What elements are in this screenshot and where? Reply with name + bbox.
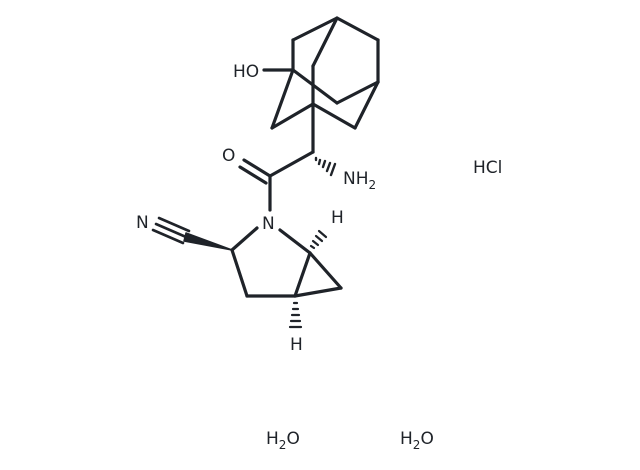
- water-1-subscript: 2: [279, 438, 287, 452]
- ring-nitrogen-label: N: [262, 214, 275, 234]
- hash: [321, 159, 327, 169]
- bond: [353, 80, 380, 130]
- hydrogen-top-label: H: [331, 208, 344, 228]
- carbonyl-bond: [242, 158, 272, 178]
- water-1-o: O: [286, 429, 299, 449]
- bond: [270, 102, 315, 130]
- bond: [278, 228, 312, 255]
- triple-bond: [151, 228, 185, 245]
- bond: [291, 16, 339, 42]
- hashed-wedge-nh2: [314, 156, 337, 177]
- bond: [293, 286, 343, 298]
- bond: [268, 150, 315, 178]
- hash: [317, 229, 328, 239]
- wedge-nitrile: [183, 232, 233, 251]
- bond: [293, 251, 312, 298]
- side-chain: [238, 102, 337, 212]
- hydroxyl-label: HO: [233, 62, 259, 82]
- bond: [291, 68, 339, 105]
- bond: [311, 102, 357, 130]
- hash: [325, 161, 332, 173]
- amine-main: NH: [343, 169, 369, 189]
- water-1-h: H: [266, 429, 279, 449]
- bond: [270, 68, 295, 130]
- water-1-label: H2O: [266, 429, 300, 452]
- hash: [311, 239, 320, 247]
- bond: [230, 248, 249, 298]
- water-2-subscript: 2: [413, 438, 421, 452]
- hash: [317, 158, 322, 166]
- hashed-wedge-h-top: [309, 229, 328, 250]
- hcl-label: HCl: [473, 158, 502, 178]
- water-2-o: O: [420, 429, 433, 449]
- hash: [309, 244, 316, 250]
- amine-label: NH2: [343, 169, 376, 192]
- triple-bond: [157, 216, 191, 233]
- azabicyclohexane-ring: [151, 216, 343, 329]
- adamantane-cage: [262, 16, 380, 130]
- hash: [314, 234, 324, 243]
- bond: [308, 251, 343, 290]
- carbonyl-bond: [238, 165, 268, 185]
- hydrogen-bottom-label: H: [290, 335, 303, 355]
- amine-subscript: 2: [369, 178, 377, 192]
- water-2-h: H: [400, 429, 413, 449]
- bond: [311, 16, 339, 68]
- carbonyl-oxygen-label: O: [222, 146, 235, 166]
- bond: [335, 16, 380, 42]
- hashed-wedge-h-bottom: [288, 301, 303, 329]
- nitrile-nitrogen-label: N: [136, 213, 149, 233]
- water-2-label: H2O: [400, 429, 434, 452]
- hash: [329, 162, 337, 177]
- triple-bond: [154, 222, 188, 239]
- bond: [230, 226, 259, 252]
- bond: [335, 80, 380, 105]
